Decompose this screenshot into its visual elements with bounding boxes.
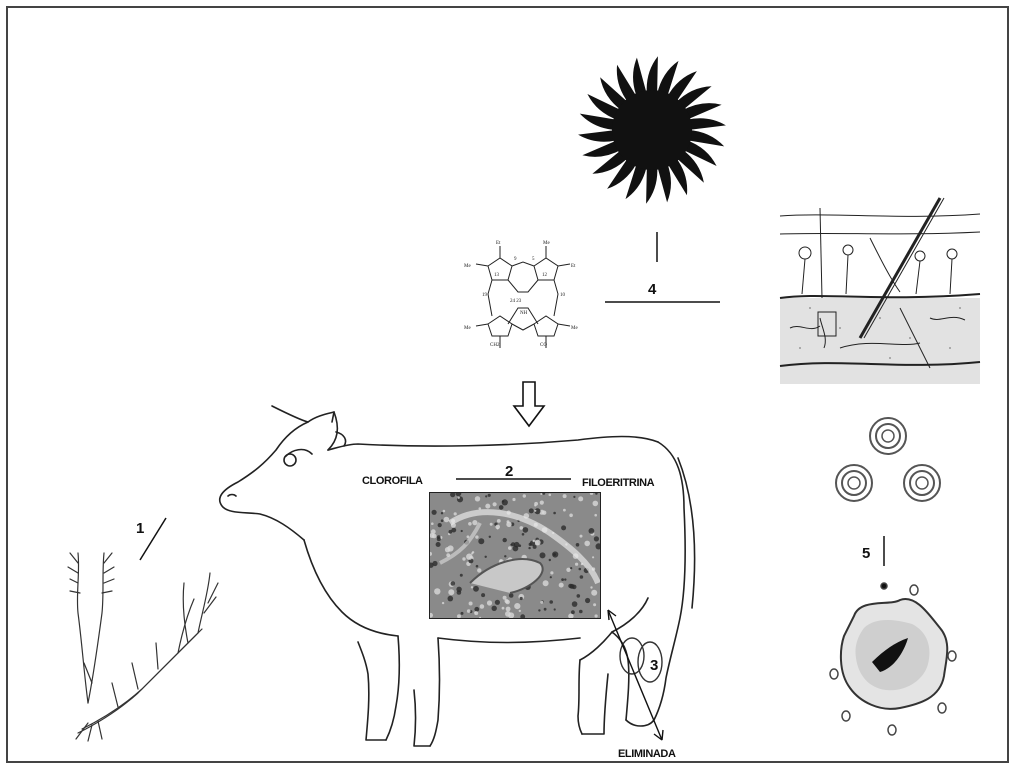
svg-text:Me: Me xyxy=(464,326,471,331)
step-4-label: 4 xyxy=(648,282,656,297)
step-5-label: 5 xyxy=(862,546,870,561)
svg-text:19: 19 xyxy=(482,293,488,298)
phylloerythrin-label: FILOERITRINA xyxy=(582,478,654,489)
step-1-label: 1 xyxy=(136,521,144,536)
damaged-cell-illustration xyxy=(820,576,960,736)
svg-text:Me: Me xyxy=(543,241,550,246)
liver-micrograph xyxy=(429,492,601,619)
step-4-line xyxy=(605,300,725,306)
svg-text:Et: Et xyxy=(571,264,576,269)
svg-text:CO: CO xyxy=(540,343,547,348)
svg-text:Et: Et xyxy=(496,241,501,246)
sun-connector-line xyxy=(656,232,660,272)
step-5-line xyxy=(883,536,887,568)
eliminated-label: ELIMINADA xyxy=(618,749,676,760)
sun-core xyxy=(612,90,692,170)
svg-text:24 23: 24 23 xyxy=(510,299,522,304)
svg-text:13: 13 xyxy=(494,273,500,278)
svg-text:12: 12 xyxy=(542,273,548,278)
svg-text:10: 10 xyxy=(560,293,566,298)
skin-section-illustration xyxy=(780,198,980,388)
sun-icon xyxy=(572,50,732,210)
chlorophyll-label: CLOROFILA xyxy=(362,476,423,487)
cell-rings-illustration xyxy=(828,408,948,508)
step-3-label: 3 xyxy=(650,658,658,673)
step-2-label: 2 xyxy=(505,464,513,479)
svg-text:Me: Me xyxy=(464,264,471,269)
svg-text:CH2: CH2 xyxy=(490,343,500,348)
svg-text:5: 5 xyxy=(532,257,535,262)
svg-text:Me: Me xyxy=(571,326,578,331)
elimination-arrow xyxy=(602,604,672,754)
svg-text:NH: NH xyxy=(520,311,528,316)
svg-text:9: 9 xyxy=(514,257,517,262)
plant-illustration xyxy=(58,543,228,743)
step-2-line xyxy=(456,477,576,483)
